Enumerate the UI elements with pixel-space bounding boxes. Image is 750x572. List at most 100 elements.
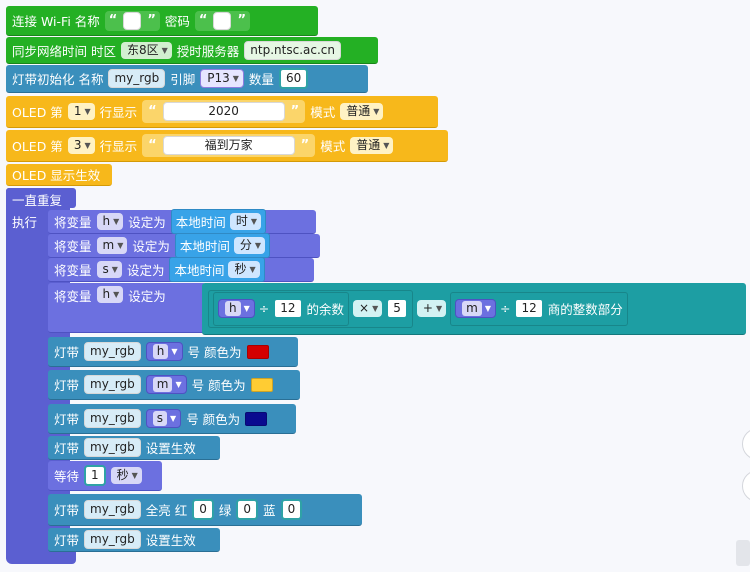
oled-line-block-2[interactable]: OLED 第 3▼ 行显示 “ 福到万家 ” 模式 普通▼ bbox=[6, 130, 448, 162]
ntp-sync-block[interactable]: 同步网络时间 时区 东8区▼ 授时服务器 ntp.ntsc.ac.cn bbox=[6, 37, 378, 64]
idiv-var-dropdown[interactable]: m▼ bbox=[455, 299, 496, 318]
led-index-dropdown[interactable]: m▼ bbox=[145, 375, 187, 394]
oled-text-input[interactable]: 2020 bbox=[162, 102, 285, 121]
wait-unit-dropdown[interactable]: 秒▼ bbox=[110, 467, 142, 484]
local-time-block[interactable]: 本地时间 秒▼ bbox=[169, 257, 265, 282]
set-var-label: 将变量 bbox=[54, 215, 92, 230]
color-label: 号 颜色为 bbox=[187, 345, 242, 360]
set-var-h-expression-block[interactable]: 将变量 h▼ 设定为 bbox=[48, 283, 206, 333]
wifi-password-input[interactable]: “ ” bbox=[194, 10, 250, 31]
time-unit-dropdown[interactable]: 分▼ bbox=[233, 237, 266, 254]
time-unit-value: 秒 bbox=[234, 262, 247, 276]
var-dropdown[interactable]: s▼ bbox=[96, 261, 122, 278]
wait-value-input[interactable]: 1 bbox=[84, 465, 106, 486]
mod-var-dropdown[interactable]: h▼ bbox=[218, 299, 255, 318]
wifi-connect-block[interactable]: 连接 Wi-Fi 名称 “ ” 密码 “ ” bbox=[6, 6, 318, 36]
green-input[interactable]: 0 bbox=[236, 499, 259, 520]
oled-mode-dropdown[interactable]: 普通▼ bbox=[350, 137, 394, 154]
timezone-dropdown[interactable]: 东8区▼ bbox=[120, 41, 172, 59]
mod-number-input[interactable]: 12 bbox=[273, 298, 303, 319]
strip-name-input[interactable]: my_rgb bbox=[84, 530, 141, 549]
quote-close-icon: ” bbox=[237, 13, 246, 28]
oled-text-block[interactable]: “ 福到万家 ” bbox=[142, 134, 316, 157]
strip-name-input[interactable]: my_rgb bbox=[84, 438, 141, 457]
modulo-block[interactable]: h▼ ÷ 12 的余数 bbox=[213, 291, 350, 326]
oled-text-block[interactable]: “ 2020 ” bbox=[142, 100, 306, 123]
multiply-block[interactable]: h▼ ÷ 12 的余数 ×▼ 5 bbox=[208, 289, 413, 328]
strip-label: 灯带 bbox=[54, 412, 80, 427]
var-dropdown[interactable]: h▼ bbox=[96, 213, 124, 230]
strip-show-block-2[interactable]: 灯带 my_rgb 设置生效 bbox=[48, 528, 220, 552]
idiv-number-input[interactable]: 12 bbox=[514, 298, 544, 319]
wait-label: 等待 bbox=[54, 469, 80, 484]
time-unit-dropdown[interactable]: 时▼ bbox=[229, 213, 261, 230]
local-time-block[interactable]: 本地时间 时▼ bbox=[170, 209, 266, 234]
led-index-value: h bbox=[152, 344, 169, 359]
strip-name-input[interactable]: my_rgb bbox=[108, 69, 166, 88]
local-time-block[interactable]: 本地时间 分▼ bbox=[174, 233, 271, 258]
red-input[interactable]: 0 bbox=[192, 499, 214, 520]
strip-name-input[interactable]: my_rgb bbox=[84, 375, 141, 394]
zoom-out-button[interactable] bbox=[742, 470, 750, 502]
strip-color-m-block[interactable]: 灯带 my_rgb m▼ 号 颜色为 bbox=[48, 370, 300, 400]
color-swatch-red[interactable] bbox=[246, 344, 269, 359]
multiply-operator-value: × bbox=[359, 301, 370, 315]
wifi-ssid-value[interactable] bbox=[123, 11, 142, 30]
multiply-number-input[interactable]: 5 bbox=[386, 298, 408, 319]
led-index-dropdown[interactable]: s▼ bbox=[145, 409, 182, 428]
oled-mode-dropdown[interactable]: 普通▼ bbox=[340, 103, 384, 120]
set-var-h-block[interactable]: 将变量 h▼ 设定为 本地时间 时▼ bbox=[48, 209, 316, 234]
local-time-label: 本地时间 bbox=[175, 215, 226, 230]
integer-division-block[interactable]: m▼ ÷ 12 商的整数部分 bbox=[450, 291, 628, 326]
strip-color-h-block[interactable]: 灯带 my_rgb h▼ 号 颜色为 bbox=[48, 337, 298, 367]
strip-init-block[interactable]: 灯带初始化 名称 my_rgb 引脚 P13▼ 数量 60 bbox=[6, 65, 368, 93]
fill-red-label: 全亮 红 bbox=[145, 503, 188, 518]
oled-line-block-1[interactable]: OLED 第 1▼ 行显示 “ 2020 ” 模式 普通▼ bbox=[6, 96, 438, 128]
multiply-operator-dropdown[interactable]: ×▼ bbox=[353, 300, 383, 317]
oled-line-dropdown[interactable]: 1▼ bbox=[67, 103, 95, 120]
quote-close-icon: ” bbox=[147, 13, 156, 28]
color-label: 号 颜色为 bbox=[191, 378, 246, 393]
plus-operator-dropdown[interactable]: +▼ bbox=[416, 300, 447, 317]
strip-name-input[interactable]: my_rgb bbox=[84, 500, 141, 519]
wait-block[interactable]: 等待 1 秒▼ bbox=[48, 461, 162, 491]
var-dropdown[interactable]: m▼ bbox=[96, 237, 128, 254]
strip-color-s-block[interactable]: 灯带 my_rgb s▼ 号 颜色为 bbox=[48, 404, 296, 434]
set-var-m-block[interactable]: 将变量 m▼ 设定为 本地时间 分▼ bbox=[48, 233, 320, 258]
ntp-server-input[interactable]: ntp.ntsc.ac.cn bbox=[244, 40, 341, 60]
wifi-password-value[interactable] bbox=[213, 11, 232, 30]
led-index-dropdown[interactable]: h▼ bbox=[145, 342, 183, 361]
chevron-down-icon: ▼ bbox=[243, 304, 250, 313]
chevron-down-icon: ▼ bbox=[175, 380, 182, 389]
oled-line-dropdown[interactable]: 3▼ bbox=[67, 137, 95, 154]
strip-name-input[interactable]: my_rgb bbox=[84, 409, 141, 428]
oled-show-block[interactable]: OLED 显示生效 bbox=[6, 164, 112, 186]
loop-top-arm bbox=[6, 188, 76, 208]
chevron-down-icon: ▼ bbox=[254, 241, 262, 250]
ntp-label: 同步网络时间 时区 bbox=[12, 43, 116, 59]
zoom-in-button[interactable] bbox=[742, 428, 750, 460]
set-var-s-block[interactable]: 将变量 s▼ 设定为 本地时间 秒▼ bbox=[48, 257, 314, 282]
plus-operator-value: + bbox=[422, 301, 433, 315]
pin-dropdown[interactable]: P13▼ bbox=[200, 69, 244, 88]
trash-icon[interactable] bbox=[736, 540, 750, 566]
forever-label-top: 一直重复 bbox=[12, 193, 63, 208]
color-swatch-navy[interactable] bbox=[245, 411, 268, 426]
wifi-ssid-input[interactable]: “ ” bbox=[104, 10, 160, 31]
led-index-value: s bbox=[152, 411, 168, 426]
count-input[interactable]: 60 bbox=[278, 68, 309, 89]
chevron-down-icon: ▼ bbox=[250, 217, 257, 226]
chevron-down-icon: ▼ bbox=[131, 471, 138, 480]
time-unit-dropdown[interactable]: 秒▼ bbox=[228, 261, 260, 278]
blue-input[interactable]: 0 bbox=[280, 499, 303, 520]
set-to-label: 设定为 bbox=[128, 289, 166, 304]
strip-name-input[interactable]: my_rgb bbox=[84, 342, 141, 361]
strip-show-block-1[interactable]: 灯带 my_rgb 设置生效 bbox=[48, 436, 220, 460]
oled-mode-label: 模式 bbox=[320, 139, 346, 154]
blue-label: 蓝 bbox=[263, 503, 276, 518]
var-dropdown[interactable]: h▼ bbox=[96, 286, 124, 303]
color-swatch-yellow[interactable] bbox=[250, 377, 273, 392]
add-expression-block[interactable]: h▼ ÷ 12 的余数 ×▼ 5 +▼ m▼ ÷ 12 商的整数部分 bbox=[202, 283, 746, 335]
strip-fill-block[interactable]: 灯带 my_rgb 全亮 红 0 绿 0 蓝 0 bbox=[48, 494, 362, 526]
oled-text-input[interactable]: 福到万家 bbox=[162, 136, 295, 155]
